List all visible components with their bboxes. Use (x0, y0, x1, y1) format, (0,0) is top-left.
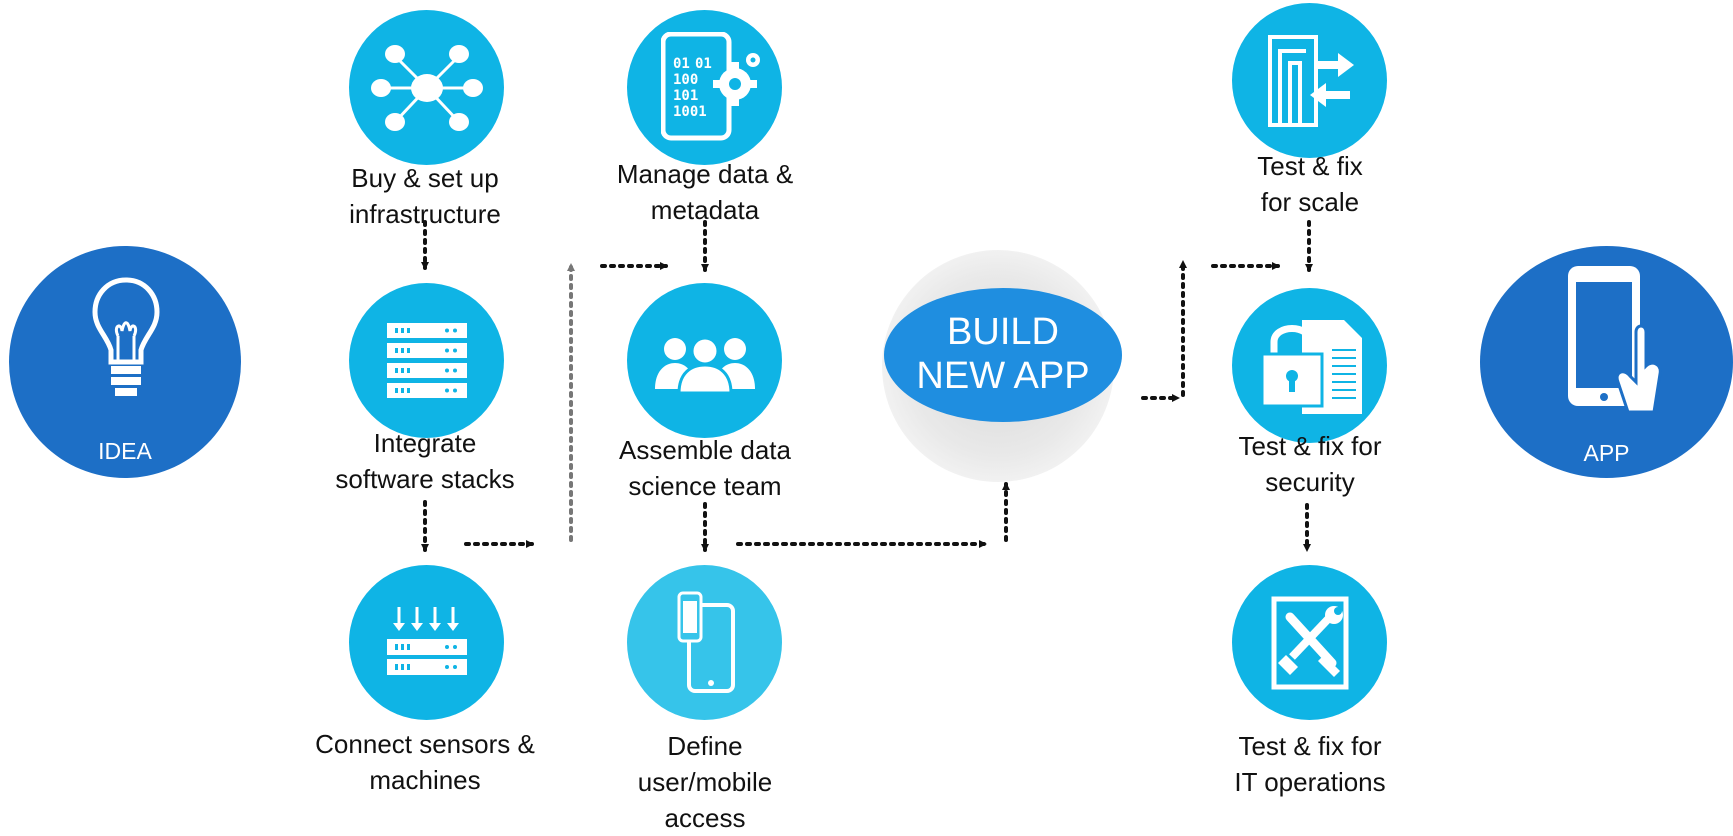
sensors-label-line1: Connect sensors & (315, 729, 535, 759)
data-label: Manage data & metadata (580, 156, 830, 228)
sensors-label: Connect sensors & machines (270, 726, 580, 798)
security-label-line2: security (1265, 467, 1355, 497)
access-label-line3: access (664, 803, 746, 833)
operations-node (1232, 565, 1387, 720)
scale-label-line1: Test & fix (1257, 151, 1363, 181)
server-rack-icon (387, 323, 467, 399)
team-label: Assemble data science team (580, 432, 830, 504)
access-label-line1: Define (667, 731, 743, 761)
operations-label-line2: IT operations (1234, 767, 1386, 797)
idea-node: IDEA (9, 246, 241, 478)
access-node (627, 565, 782, 720)
infrastructure-label-line2: infrastructure (349, 199, 501, 229)
team-node (627, 283, 782, 438)
app-node: APP (1480, 246, 1733, 478)
data-label-line2: metadata (650, 195, 760, 225)
scale-label-line2: for scale (1260, 187, 1360, 217)
security-node (1232, 288, 1387, 443)
mobile-devices-icon (677, 591, 737, 695)
data-label-line1: Manage data & (616, 159, 794, 189)
security-label: Test & fix for security (1185, 428, 1435, 500)
server-download-icon (387, 605, 467, 681)
sensors-node (349, 565, 504, 720)
scale-node (1232, 3, 1387, 158)
operations-label-line1: Test & fix for (1238, 731, 1382, 761)
access-label: Define user/mobile access (580, 728, 830, 836)
database-network-icon (371, 40, 483, 136)
build-label-line1: BUILD (947, 311, 1059, 353)
svg-text:01: 01 (695, 56, 712, 72)
team-label-line2: science team (628, 471, 782, 501)
scale-label: Test & fix for scale (1185, 148, 1435, 220)
infrastructure-label-line1: Buy & set up (351, 163, 499, 193)
svg-text:01: 01 (673, 56, 690, 72)
build-label: BUILD NEW APP (884, 310, 1122, 398)
svg-text:100: 100 (673, 72, 698, 88)
team-label-line1: Assemble data (619, 435, 791, 465)
build-new-app-node: BUILD NEW APP (884, 288, 1122, 422)
lock-document-icon (1258, 314, 1364, 418)
svg-text:101: 101 (673, 88, 698, 104)
people-group-icon (651, 333, 759, 393)
binary-tablet-gear-icon: 01 01 100 101 1001 (661, 32, 761, 142)
data-node: 01 01 100 101 1001 (627, 10, 782, 165)
tablet-touch-icon (1566, 262, 1666, 422)
app-label: APP (1583, 440, 1630, 466)
access-label-line2: user/mobile (637, 767, 773, 797)
infrastructure-node (349, 10, 504, 165)
tools-icon (1268, 595, 1352, 691)
lightbulb-icon (91, 276, 161, 406)
software-label: Integrate software stacks (300, 425, 550, 497)
sensors-label-line2: machines (369, 765, 481, 795)
svg-text:1001: 1001 (673, 104, 707, 120)
operations-label: Test & fix for IT operations (1185, 728, 1435, 800)
software-label-line2: software stacks (335, 464, 515, 494)
build-label-line2: NEW APP (916, 355, 1090, 397)
security-label-line1: Test & fix for (1238, 431, 1382, 461)
scale-arrows-icon (1266, 33, 1356, 129)
software-label-line1: Integrate (373, 428, 477, 458)
software-node (349, 283, 504, 438)
idea-label: IDEA (98, 438, 152, 464)
infrastructure-label: Buy & set up infrastructure (300, 160, 550, 232)
